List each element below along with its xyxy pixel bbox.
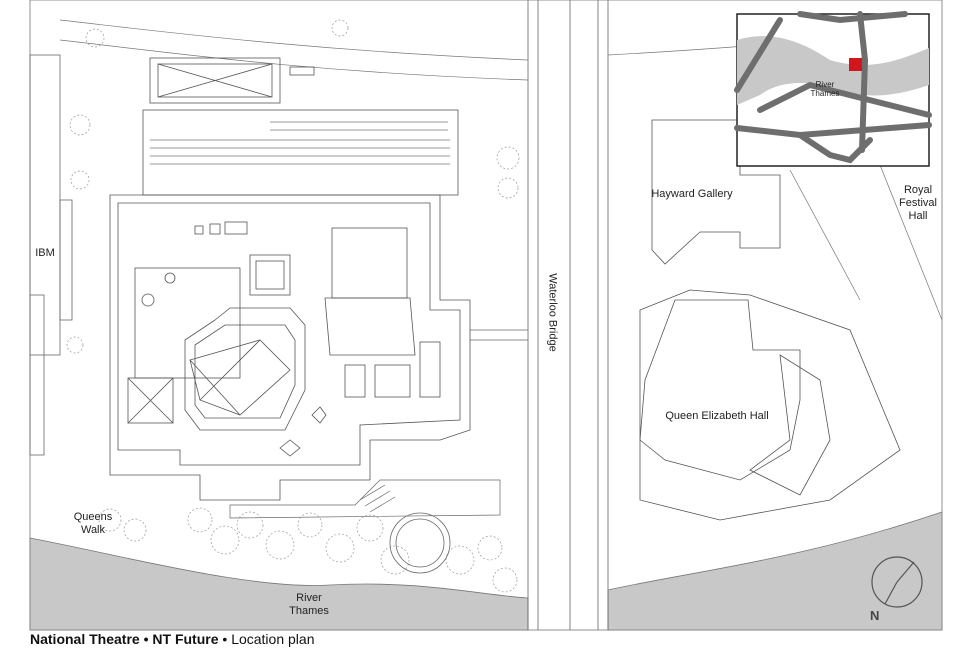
national-theatre-complex (109, 57, 471, 501)
label-royal-festival-hall: Royal Festival Hall (899, 184, 937, 222)
label-ibm: IBM (35, 247, 55, 259)
waterloo-bridge (527, 0, 609, 630)
trees (66, 19, 520, 593)
caption-project: NT Future (152, 631, 219, 647)
caption-subtitle: Location plan (231, 631, 315, 647)
north-label: N (870, 608, 880, 623)
label-hayward-gallery: Hayward Gallery (651, 188, 733, 200)
label-queens-walk: Queens Walk (73, 511, 113, 536)
ibm-building (29, 54, 73, 456)
north-arrow-icon (871, 556, 923, 608)
label-river-thames: River Thames (289, 592, 329, 617)
inset-location-map (734, 11, 932, 167)
caption-separator-2: • (218, 631, 232, 647)
circular-feature (389, 512, 451, 574)
caption: National Theatre • NT Future • Location … (30, 631, 314, 647)
site-marker (849, 58, 862, 71)
river-thames-area (29, 537, 529, 631)
caption-title: National Theatre (30, 631, 140, 647)
caption-separator-1: • (139, 631, 153, 647)
label-queen-elizabeth-hall: Queen Elizabeth Hall (665, 410, 769, 422)
label-waterloo-bridge: Waterloo Bridge (546, 273, 559, 352)
river-thames-area-east (607, 511, 943, 631)
queen-elizabeth-hall (639, 289, 901, 521)
label-inset-river-thames: River Thames (810, 80, 840, 98)
riverside-terrace (229, 329, 528, 519)
